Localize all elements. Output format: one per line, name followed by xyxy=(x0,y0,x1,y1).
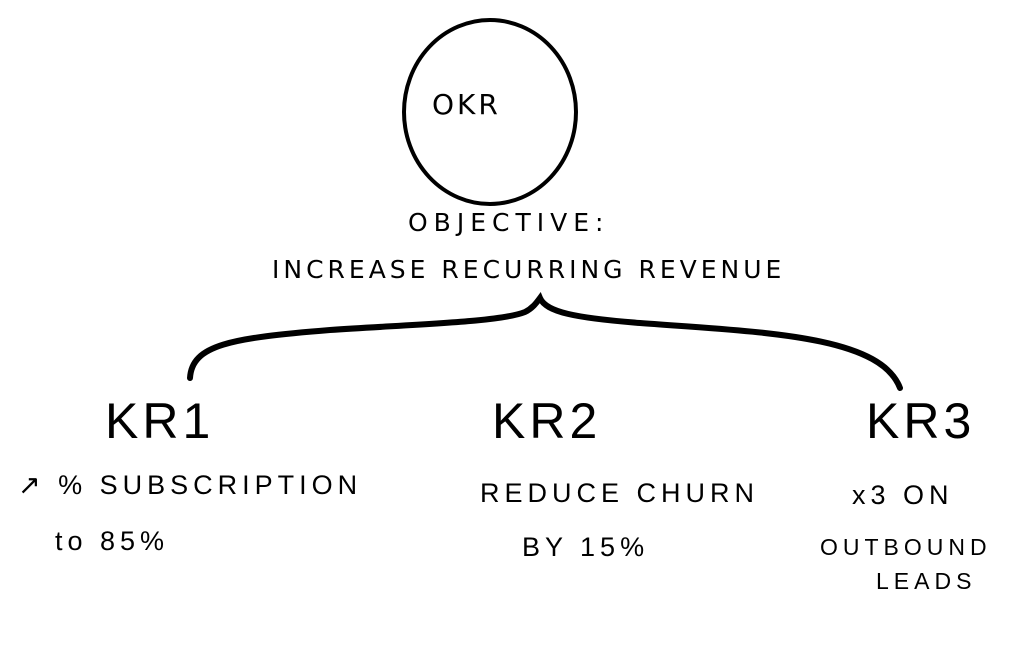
kr1-line-2: to 85% xyxy=(55,526,170,556)
kr2-line-2: BY 15% xyxy=(522,532,650,562)
kr3-line-2: OUTBOUND xyxy=(820,534,992,560)
objective-heading: OBJECTIVE: xyxy=(408,208,610,237)
kr3-label: KR3 xyxy=(866,393,976,449)
kr1-line-1: ↗ % SUBSCRIPTION xyxy=(18,470,363,500)
objective-brace xyxy=(187,292,903,391)
objective-text: INCREASE RECURRING REVENUE xyxy=(272,255,786,284)
kr3-line-3: LEADS xyxy=(876,568,977,594)
kr1-label: KR1 xyxy=(105,393,215,449)
okr-circle xyxy=(402,18,578,206)
okr-label: OKR xyxy=(432,88,501,121)
kr3-line-1: x3 ON xyxy=(852,480,954,510)
kr2-label: KR2 xyxy=(492,393,602,449)
kr2-line-1: REDUCE CHURN xyxy=(480,478,760,508)
